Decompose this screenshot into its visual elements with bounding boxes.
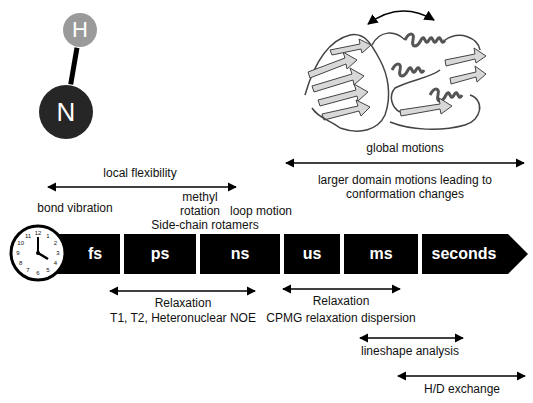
node-text: us — [303, 245, 322, 263]
method-label: Relaxation — [313, 294, 370, 308]
clock-number: 9 — [16, 250, 19, 256]
timescale-box: ps — [124, 234, 196, 274]
node-text: fs — [88, 245, 102, 263]
hydrogen-atom: H — [62, 12, 98, 48]
timescale-box: fs — [70, 234, 120, 274]
clock-number: 3 — [56, 250, 59, 256]
clock-number: 2 — [54, 240, 57, 246]
method-label: H/D exchange — [424, 382, 500, 396]
method-label: CPMG relaxation dispersion — [266, 311, 415, 325]
node-text: ps — [151, 245, 170, 263]
timescale-arrow: seconds — [422, 234, 528, 274]
clock-number: 5 — [46, 267, 49, 273]
motion-arrow — [368, 11, 434, 24]
span-label: global motions — [366, 141, 443, 155]
node-text: ms — [369, 245, 392, 263]
clock-number: 1 — [46, 233, 49, 239]
protein-ribbon — [305, 33, 486, 131]
node-text: seconds — [432, 245, 497, 263]
nitrogen-atom: N — [38, 84, 94, 140]
clock-icon — [11, 226, 74, 280]
motion-label: loop motion — [230, 204, 292, 218]
node-text: H — [72, 17, 88, 43]
clock-number: 4 — [54, 260, 57, 266]
motion-label: bond vibration — [37, 201, 112, 215]
clock-number: 7 — [26, 267, 29, 273]
span-label: local flexibility — [103, 166, 176, 180]
method-label: T1, T2, Heteronuclear NOE — [110, 311, 256, 325]
motion-label: Side-chain rotamers — [151, 218, 258, 232]
timescale-box: ns — [200, 234, 280, 274]
node-text: ns — [231, 245, 250, 263]
timescale-box: ms — [344, 234, 418, 274]
clock-number: 10 — [17, 240, 24, 246]
clock-number: 6 — [36, 270, 39, 276]
motion-label: methyl rotation — [172, 190, 228, 218]
motion-label: larger domain motions leading to conform… — [308, 173, 503, 201]
node-text: N — [57, 97, 76, 128]
timescale-box: us — [284, 234, 340, 274]
method-label: lineshape analysis — [361, 344, 459, 358]
bond-line — [71, 48, 77, 85]
clock-number: 12 — [35, 230, 42, 236]
clock-number: 8 — [19, 260, 22, 266]
method-label: Relaxation — [155, 296, 212, 310]
clock-number: 11 — [25, 233, 31, 239]
